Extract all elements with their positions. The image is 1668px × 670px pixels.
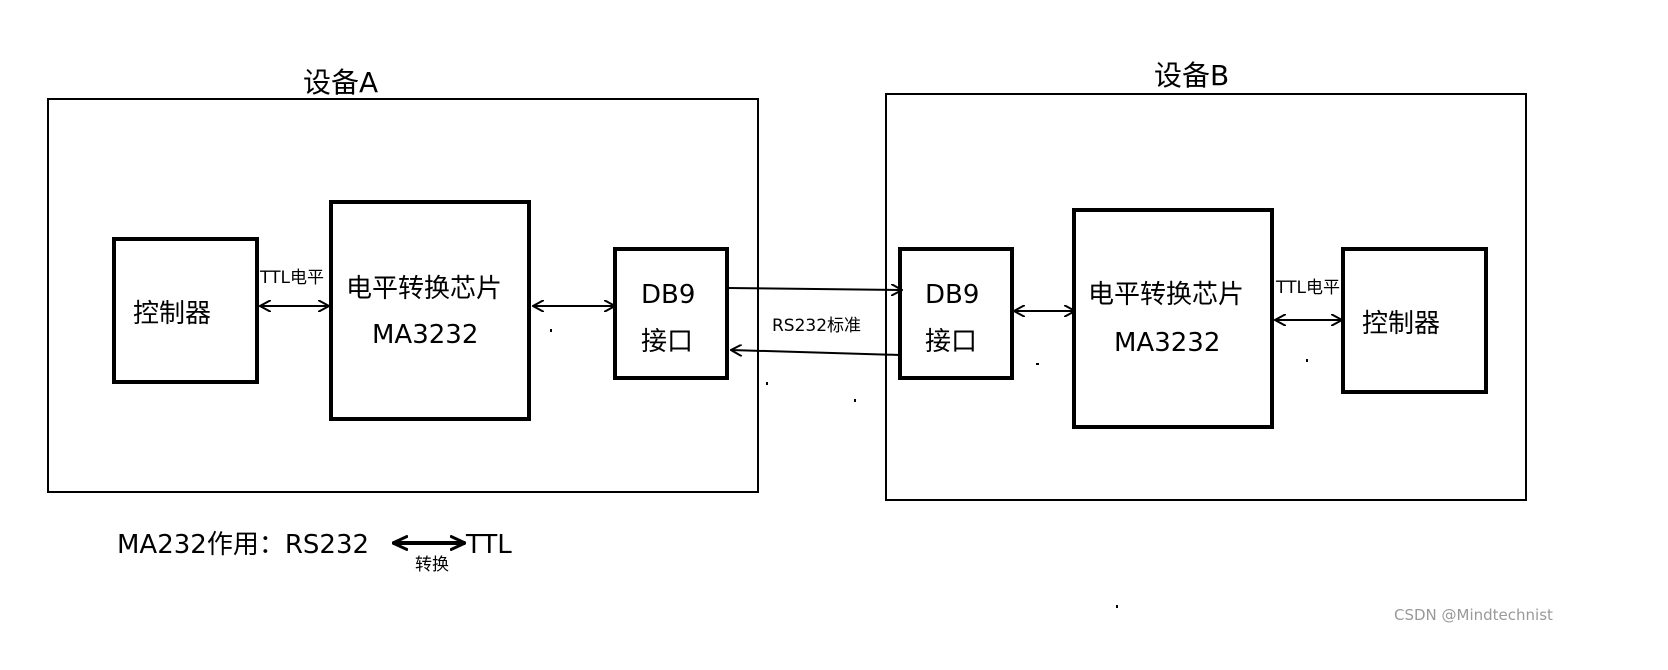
link-arrow-a-to-b (727, 288, 902, 290)
device-a-controller-label: 控制器 (133, 299, 211, 329)
device-b-db9-line2: 接口 (925, 327, 977, 357)
device-b-chip-box (1072, 208, 1274, 429)
device-b-frame (885, 93, 1527, 501)
device-a-db9-box (613, 247, 729, 380)
device-a-chip-line1: 电平转换芯片 (346, 274, 502, 304)
note-suffix: TTL (465, 530, 512, 560)
link-label: RS232标准 (772, 316, 861, 336)
device-a-chip-box (329, 200, 531, 421)
device-b-ttl-label: TTL电平 (1275, 278, 1340, 298)
device-a: 设备A 控制器 TTL电平 电平转换芯片 MA3232 DB9 接口 (47, 66, 759, 493)
device-a-title: 设备A (303, 66, 378, 99)
device-b-db9-box (898, 247, 1014, 380)
device-b: 设备B DB9 接口 电平转换芯片 MA3232 TTL电平 控制器 (885, 59, 1527, 501)
rs232-link: RS232标准 (727, 288, 902, 355)
device-a-frame (47, 98, 759, 493)
device-a-ttl-label: TTL电平 (259, 268, 324, 288)
device-b-chip-line1: 电平转换芯片 (1088, 280, 1244, 310)
device-b-title: 设备B (1154, 59, 1229, 92)
device-b-chip-line2: MA3232 (1114, 328, 1220, 358)
device-a-db9-line2: 接口 (641, 327, 693, 357)
stray-marks (550, 329, 1308, 608)
device-a-controller-box (112, 237, 259, 384)
device-a-db9-line1: DB9 (641, 280, 695, 310)
link-arrow-b-to-a (731, 350, 901, 355)
note-arrow-label: 转换 (415, 555, 449, 575)
device-b-db9-line1: DB9 (925, 280, 979, 310)
device-a-chip-line2: MA3232 (372, 320, 478, 350)
watermark: CSDN @Mindtechnist (1394, 606, 1553, 624)
function-note: MA232作用：RS232 TTL 转换 (117, 530, 512, 575)
device-b-controller-label: 控制器 (1362, 309, 1440, 339)
device-b-controller-box (1341, 247, 1488, 394)
note-prefix: MA232作用：RS232 (117, 530, 369, 560)
